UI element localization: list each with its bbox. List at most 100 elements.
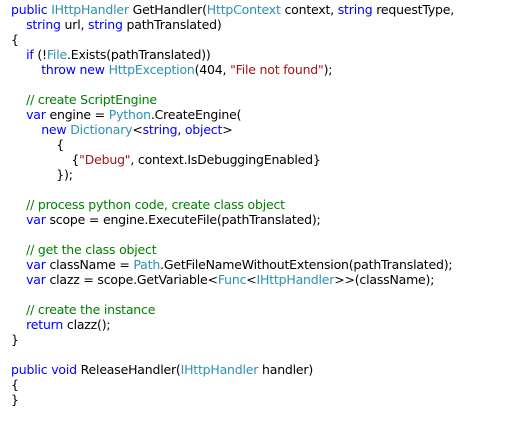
code-token bbox=[11, 242, 26, 257]
keyword-token: string bbox=[142, 122, 178, 137]
code-line: // get the class object bbox=[11, 242, 520, 257]
code-token bbox=[11, 257, 26, 272]
code-token bbox=[11, 17, 26, 32]
keyword-token: void bbox=[51, 362, 77, 377]
code-line: var clazz = scope.GetVariable<Func<IHttp… bbox=[11, 272, 520, 287]
code-token: .CreateEngine( bbox=[150, 107, 242, 122]
code-token: .Exists(pathTranslated)) bbox=[66, 47, 211, 62]
code-token: > bbox=[222, 122, 233, 137]
code-line: } bbox=[11, 392, 520, 407]
code-token bbox=[11, 47, 26, 62]
code-line: // create the instance bbox=[11, 302, 520, 317]
code-line: public IHttpHandler GetHandler(HttpConte… bbox=[11, 2, 520, 17]
keyword-token: if bbox=[26, 47, 34, 62]
type-token: Func bbox=[217, 272, 247, 287]
code-token: < bbox=[132, 122, 143, 137]
code-token: clazz(); bbox=[63, 317, 111, 332]
code-line: { bbox=[11, 377, 520, 392]
code-token: clazz = scope.GetVariable< bbox=[45, 272, 218, 287]
code-listing: public IHttpHandler GetHandler(HttpConte… bbox=[11, 2, 520, 407]
code-token: } bbox=[11, 392, 19, 407]
keyword-token: new bbox=[41, 122, 67, 137]
keyword-token: new bbox=[79, 62, 105, 77]
code-token bbox=[11, 302, 26, 317]
code-token: } bbox=[11, 332, 19, 347]
comment-token: // get the class object bbox=[26, 242, 157, 257]
code-line: // create ScriptEngine bbox=[11, 92, 520, 107]
code-token: { bbox=[11, 137, 65, 152]
code-token bbox=[11, 122, 41, 137]
keyword-token: throw bbox=[41, 62, 76, 77]
keyword-token: var bbox=[26, 272, 46, 287]
code-token: pathTranslated) bbox=[122, 17, 222, 32]
code-line: public void ReleaseHandler(IHttpHandler … bbox=[11, 362, 520, 377]
code-token: ); bbox=[323, 62, 333, 77]
keyword-token: public bbox=[11, 2, 52, 17]
code-line: var engine = Python.CreateEngine( bbox=[11, 107, 520, 122]
code-line: string url, string pathTranslated) bbox=[11, 17, 520, 32]
code-token: { bbox=[11, 32, 19, 47]
code-line: // process python code, create class obj… bbox=[11, 197, 520, 212]
code-token bbox=[11, 92, 26, 107]
code-token: requestType, bbox=[372, 2, 455, 17]
type-token: IHttpHandler bbox=[180, 362, 259, 377]
code-token bbox=[11, 272, 26, 287]
comment-token: // process python code, create class obj… bbox=[26, 197, 285, 212]
code-line: return clazz(); bbox=[11, 317, 520, 332]
string-token: "File not found" bbox=[230, 62, 324, 77]
type-token: IHttpHandler bbox=[256, 272, 335, 287]
code-line: if (!File.Exists(pathTranslated)) bbox=[11, 47, 520, 62]
keyword-token: string bbox=[88, 17, 123, 32]
type-token: Python bbox=[108, 107, 151, 122]
code-token bbox=[11, 317, 26, 332]
type-token: Dictionary bbox=[70, 122, 133, 137]
code-line: var className = Path.GetFileNameWithoutE… bbox=[11, 257, 520, 272]
type-token: IHttpHandler bbox=[51, 2, 129, 17]
code-token: { bbox=[11, 377, 19, 392]
code-line: }); bbox=[11, 167, 520, 182]
keyword-token: var bbox=[26, 257, 46, 272]
code-token: (404, bbox=[194, 62, 231, 77]
code-token: scope = engine.ExecuteFile(pathTranslate… bbox=[45, 212, 321, 227]
code-token: .GetFileNameWithoutExtension(pathTransla… bbox=[160, 257, 453, 272]
code-token bbox=[11, 197, 26, 212]
code-token bbox=[11, 212, 26, 227]
keyword-token: var bbox=[26, 212, 46, 227]
keyword-token: object bbox=[184, 122, 223, 137]
code-token: ReleaseHandler( bbox=[76, 362, 181, 377]
code-token: handler) bbox=[258, 362, 314, 377]
code-line: var scope = engine.ExecuteFile(pathTrans… bbox=[11, 212, 520, 227]
keyword-token: string bbox=[337, 2, 373, 17]
type-token: HttpException bbox=[108, 62, 195, 77]
code-token: engine = bbox=[45, 107, 109, 122]
code-token: className = bbox=[45, 257, 134, 272]
code-line: {"Debug", context.IsDebuggingEnabled} bbox=[11, 152, 520, 167]
type-token: HttpContext bbox=[206, 2, 281, 17]
code-token: (! bbox=[33, 47, 47, 62]
keyword-token: var bbox=[26, 107, 46, 122]
code-line: ​ bbox=[11, 287, 520, 302]
code-line: throw new HttpException(404, "File not f… bbox=[11, 62, 520, 77]
code-line: ​ bbox=[11, 182, 520, 197]
keyword-token: return bbox=[26, 317, 64, 332]
code-line: ​ bbox=[11, 347, 520, 362]
keyword-token: string bbox=[26, 17, 61, 32]
code-token: context, bbox=[280, 2, 338, 17]
code-line: new Dictionary<string, object> bbox=[11, 122, 520, 137]
comment-token: // create the instance bbox=[26, 302, 156, 317]
code-token: GetHandler( bbox=[128, 2, 207, 17]
keyword-token: public bbox=[11, 362, 48, 377]
code-line: { bbox=[11, 32, 520, 47]
code-token: < bbox=[246, 272, 257, 287]
comment-token: // create ScriptEngine bbox=[26, 92, 157, 107]
code-line: } bbox=[11, 332, 520, 347]
code-token: { bbox=[11, 152, 80, 167]
code-token bbox=[11, 62, 41, 77]
code-line: { bbox=[11, 137, 520, 152]
code-line: ​ bbox=[11, 227, 520, 242]
code-token: >>(className); bbox=[334, 272, 435, 287]
type-token: File bbox=[46, 47, 67, 62]
code-token bbox=[11, 107, 26, 122]
code-line: ​ bbox=[11, 77, 520, 92]
